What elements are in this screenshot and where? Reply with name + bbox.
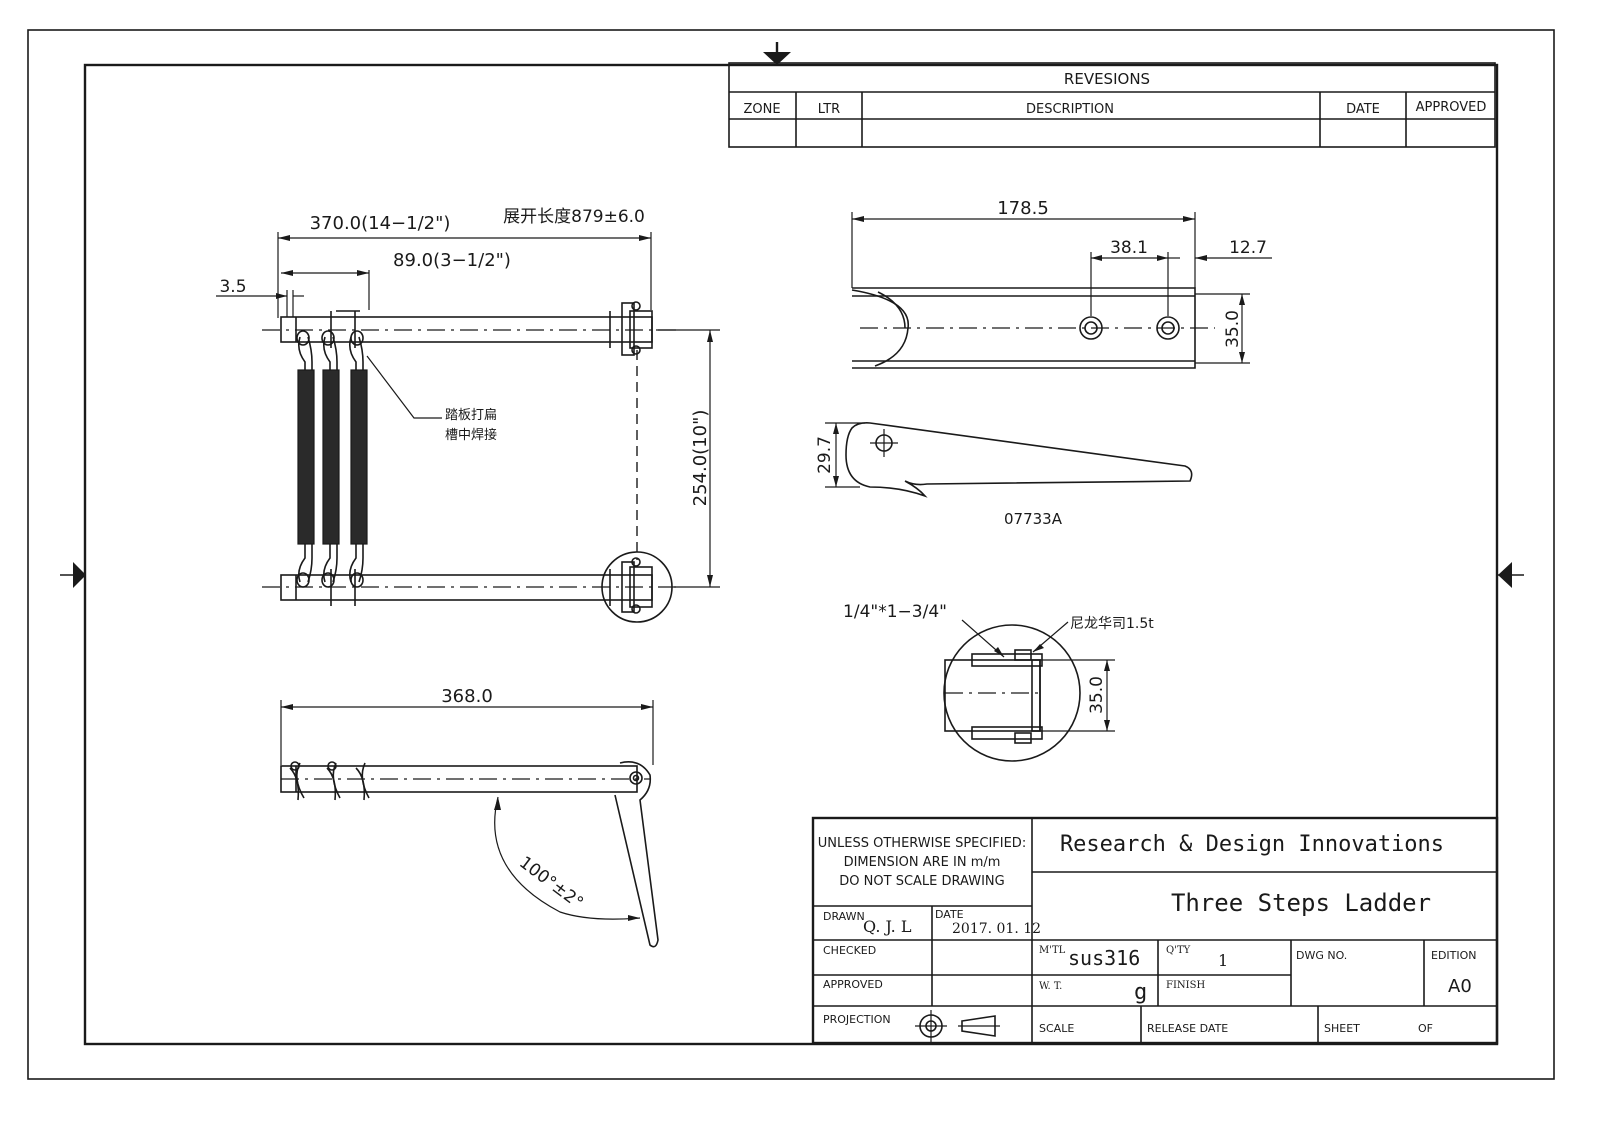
- drawing-title: Three Steps Ladder: [1171, 889, 1431, 917]
- dim-overall-length: 370.0(14−1/2"): [310, 213, 451, 234]
- company-name: Research & Design Innovations: [1060, 832, 1444, 857]
- dim-step-spacing: 89.0(3−1/2"): [393, 250, 511, 271]
- side-dim-angle: 100°±2°: [515, 853, 587, 914]
- mtl-value: sus316: [1068, 946, 1140, 970]
- title-block: UNLESS OTHERWISE SPECIFIED: DIMENSION AR…: [811, 816, 1499, 1045]
- title-note-1: UNLESS OTHERWISE SPECIFIED:: [818, 836, 1026, 851]
- hinge-detail-view: 1/4"*1−3/4" 尼龙华司1.5t 35.0: [843, 602, 1154, 762]
- qty-value: 1: [1218, 951, 1228, 970]
- bracket-dim-arm-height: 29.7: [815, 436, 835, 474]
- mtl-label: M'TL: [1039, 945, 1066, 956]
- inner-border: [83, 63, 1499, 1046]
- dim-rail-spacing: 254.0(10"): [690, 410, 711, 507]
- edition-label: EDITION: [1431, 949, 1477, 962]
- wt-label: W. T.: [1039, 981, 1062, 992]
- bracket-dim-hole-spacing: 38.1: [1110, 238, 1148, 258]
- revisions-description-header: DESCRIPTION: [1026, 102, 1114, 117]
- step-rung: [296, 330, 315, 588]
- ladder-top-view: 370.0(14−1/2") 展开长度879±6.0 89.0(3−1/2") …: [216, 207, 720, 623]
- release-date-label: RELEASE DATE: [1147, 1022, 1228, 1035]
- wt-value: g: [1134, 980, 1147, 1005]
- revisions-table: REVESIONS ZONE LTR DESCRIPTION DATE APPR…: [728, 62, 1496, 148]
- top-center-marker: [763, 42, 791, 65]
- date-label: DATE: [935, 908, 964, 921]
- sheet-label: SHEET: [1324, 1022, 1360, 1035]
- revisions-title: REVESIONS: [1064, 70, 1150, 88]
- of-label: OF: [1418, 1022, 1433, 1035]
- right-center-marker: [1497, 562, 1524, 588]
- approved-label: APPROVED: [823, 978, 883, 991]
- date-value: 2017. 01. 12: [952, 921, 1041, 937]
- outer-border: [27, 29, 1555, 1080]
- bracket-dim-end: 12.7: [1229, 238, 1267, 258]
- finish-label: FINISH: [1166, 980, 1205, 991]
- step-rung: [321, 330, 340, 588]
- dwg-label: DWG NO.: [1296, 949, 1347, 962]
- weld-note-line2: 槽中焊接: [445, 427, 497, 443]
- title-note-2: DIMENSION ARE IN m/m: [844, 855, 1001, 870]
- dim-offset: 3.5: [219, 277, 246, 297]
- detail-bolt-spec: 1/4"*1−3/4": [843, 602, 947, 622]
- title-note-3: DO NOT SCALE DRAWING: [839, 874, 1004, 889]
- drawn-label: DRAWN: [823, 910, 865, 923]
- revisions-zone-header: ZONE: [743, 102, 780, 117]
- bracket-dim-width: 35.0: [1223, 310, 1243, 348]
- drawn-value: Q. J. L: [863, 917, 912, 936]
- revisions-date-header: DATE: [1346, 102, 1380, 117]
- qty-label: Q'TY: [1166, 945, 1191, 956]
- bracket-plan-view: 178.5 38.1 12.7 35.0: [851, 198, 1272, 369]
- bracket-arm-view: 29.7 07733A: [815, 422, 1193, 528]
- scale-label: SCALE: [1039, 1022, 1074, 1035]
- projection-symbol: [915, 1010, 1000, 1042]
- bracket-dim-length: 178.5: [997, 198, 1049, 219]
- edition-value: A0: [1448, 976, 1472, 997]
- ladder-side-view: 368.0 100°±2°: [280, 686, 659, 948]
- bracket-part-number: 07733A: [1004, 510, 1063, 528]
- checked-label: CHECKED: [823, 944, 876, 957]
- dim-unfold-length: 展开长度879±6.0: [503, 207, 645, 227]
- revisions-approved-header: APPROVED: [1416, 100, 1487, 115]
- step-rung: [349, 330, 368, 588]
- weld-note-line1: 踏板打扁: [445, 408, 497, 423]
- left-center-marker: [60, 562, 86, 588]
- detail-dim-width: 35.0: [1087, 676, 1107, 714]
- revisions-ltr-header: LTR: [818, 102, 840, 117]
- projection-label: PROJECTION: [823, 1013, 891, 1026]
- detail-washer-spec: 尼龙华司1.5t: [1070, 616, 1154, 632]
- side-dim-length: 368.0: [441, 686, 493, 707]
